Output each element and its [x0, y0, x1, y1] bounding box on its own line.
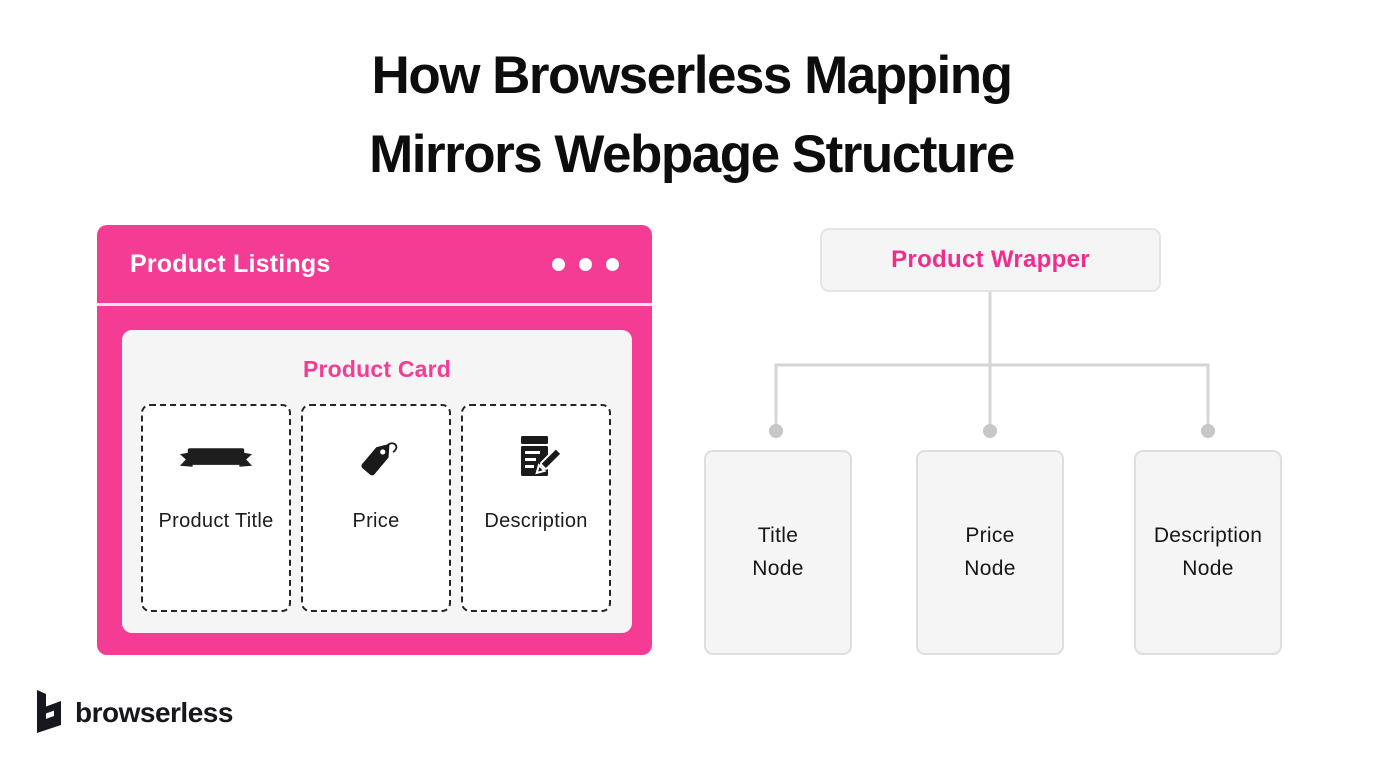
page-title-line-2: Mirrors Webpage Structure: [369, 125, 1015, 184]
document-edit-icon: [511, 406, 561, 510]
field-label: Product Title: [158, 510, 274, 532]
browserless-b-icon: [33, 690, 63, 736]
field-box-product-title: Product Title: [141, 404, 291, 612]
tree-node-label: Price Node: [964, 523, 1016, 580]
field-box-description: Description: [461, 404, 611, 612]
price-tag-icon: [349, 406, 403, 510]
field-label: Price: [352, 510, 400, 532]
tree-node-product-wrapper: Product Wrapper: [820, 228, 1161, 292]
tree-node-label: Description Node: [1153, 523, 1263, 580]
page-title-line-1: How Browserless Mapping: [371, 46, 1013, 105]
product-card-panel: Product Card Product Title: [122, 330, 632, 633]
tree-node-description: Description Node: [1134, 450, 1282, 655]
product-fields-row: Product Title Price: [141, 404, 613, 612]
browser-window-mock: Product Listings Product Card: [97, 225, 652, 655]
ribbon-banner-icon: [179, 406, 253, 510]
browser-window-titlebar: Product Listings: [97, 225, 652, 306]
field-label: Description: [484, 510, 588, 532]
browser-window-title: Product Listings: [130, 249, 331, 278]
tree-root-label: Product Wrapper: [891, 246, 1090, 273]
window-dot: [552, 257, 565, 271]
window-dot: [579, 257, 592, 271]
page-title: How Browserless Mapping Mirrors Webpage …: [0, 36, 1383, 194]
tree-node-label: Title Node: [752, 523, 804, 580]
tree-node-title: Title Node: [704, 450, 852, 655]
tree-node-price: Price Node: [916, 450, 1064, 655]
brand-footer: browserless: [33, 690, 233, 736]
window-dot: [606, 257, 619, 271]
product-card-title: Product Card: [302, 356, 452, 382]
brand-name: browserless: [75, 697, 233, 728]
field-box-price: Price: [301, 404, 451, 612]
three-dots-icon: [552, 257, 619, 271]
